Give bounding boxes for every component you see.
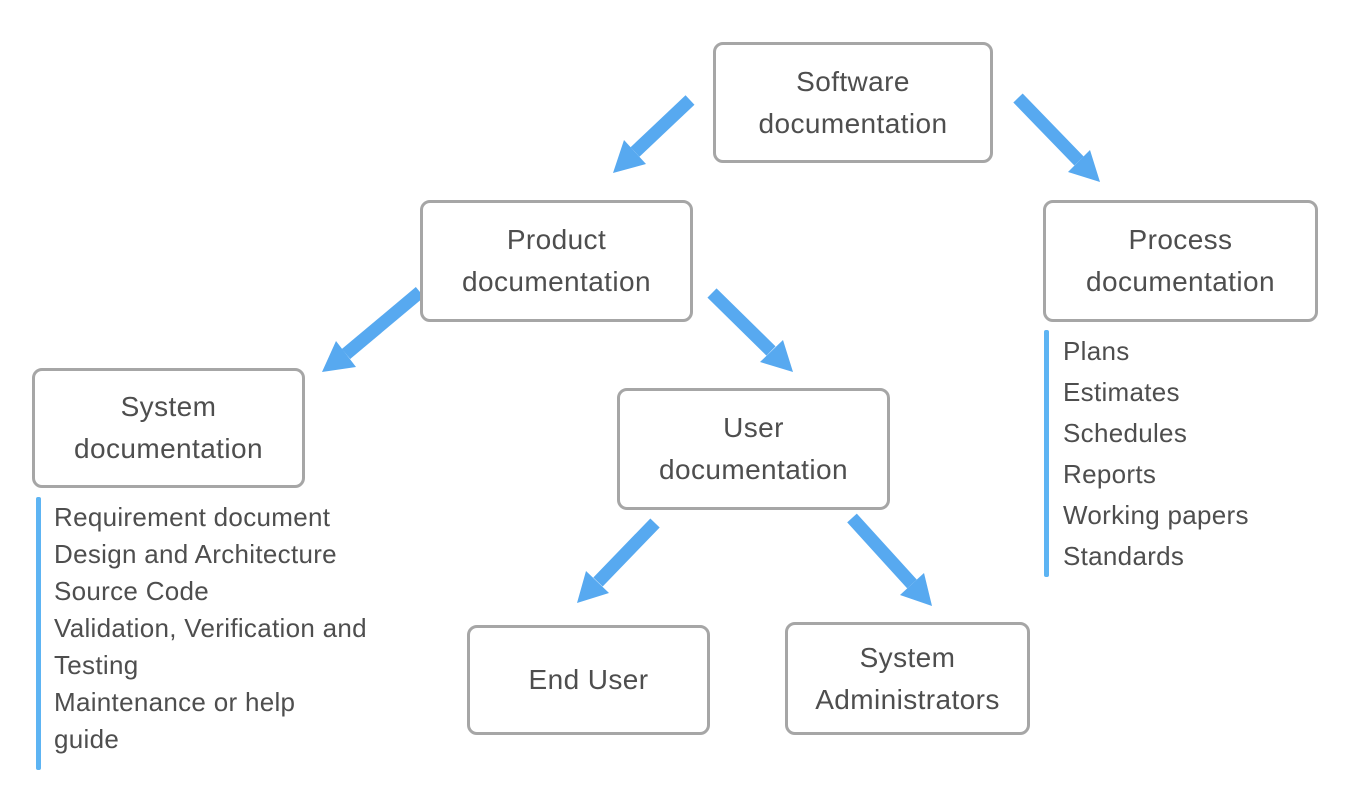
arrow-software-to-process	[1013, 93, 1100, 182]
arrow-product-to-user	[707, 288, 793, 372]
arrow-user-to-enduser	[577, 518, 660, 603]
node-user-documentation: User documentation	[617, 388, 890, 510]
list-item: Working papers	[1063, 500, 1249, 530]
list-item: Requirement document	[54, 502, 331, 532]
system-documentation-list: Requirement document Design and Architec…	[54, 499, 454, 758]
list-item: Plans	[1063, 336, 1130, 366]
process-list-accent-line	[1044, 330, 1049, 577]
list-item: Standards	[1063, 541, 1185, 571]
node-system-documentation: System documentation	[32, 368, 305, 488]
arrow-user-to-sysadmin	[847, 513, 932, 606]
process-documentation-list: Plans Estimates Schedules Reports Workin…	[1063, 331, 1353, 577]
node-end-user: End User	[467, 625, 710, 735]
list-item: Maintenance or help guide	[54, 687, 296, 754]
arrow-software-to-product	[613, 95, 695, 173]
system-list-accent-line	[36, 497, 41, 770]
node-system-administrators: System Administrators	[785, 622, 1030, 735]
node-product-documentation: Product documentation	[420, 200, 693, 322]
list-item: Validation, Verification and Testing	[54, 613, 367, 680]
list-item: Design and Architecture	[54, 539, 337, 569]
list-item: Source Code	[54, 576, 210, 606]
list-item: Estimates	[1063, 377, 1180, 407]
node-software-documentation: Software documentation	[713, 42, 993, 163]
arrow-product-to-system	[322, 287, 425, 372]
list-item: Schedules	[1063, 418, 1188, 448]
list-item: Reports	[1063, 459, 1157, 489]
node-process-documentation: Process documentation	[1043, 200, 1318, 322]
